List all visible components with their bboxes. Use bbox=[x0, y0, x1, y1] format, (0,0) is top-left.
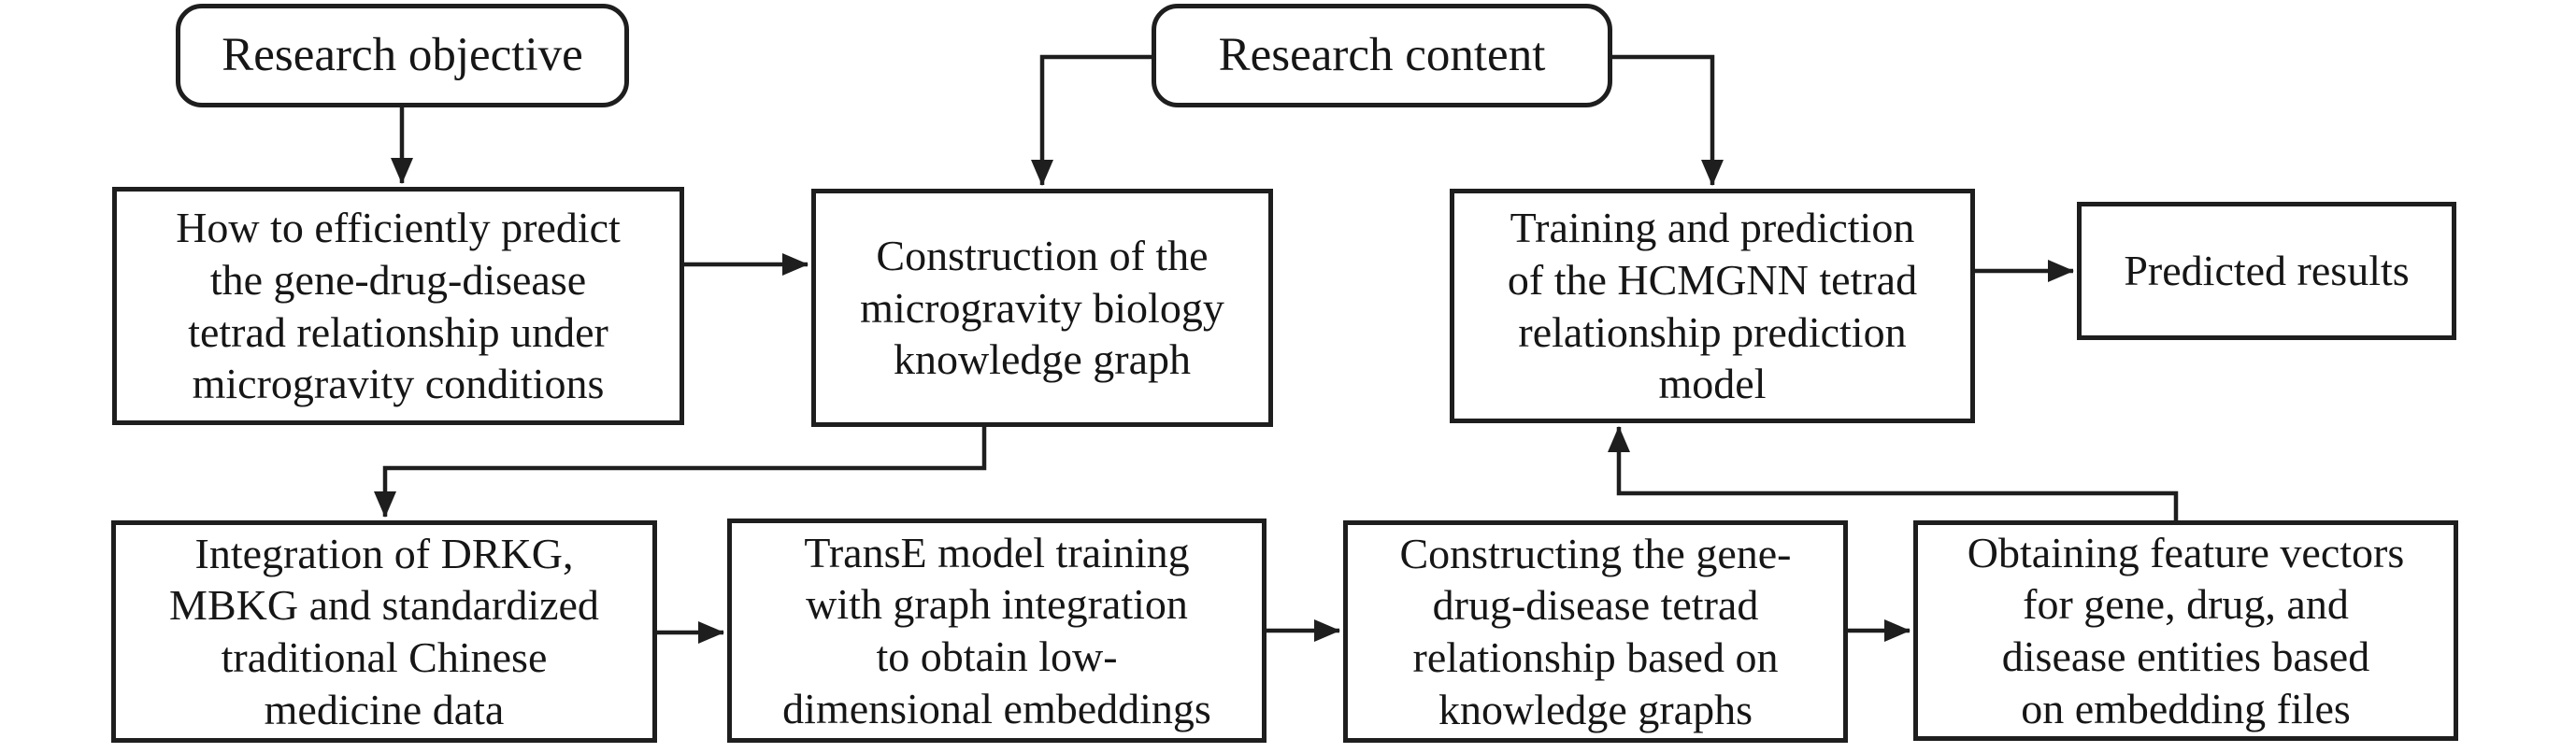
node-data-integration: Integration of DRKG, MBKG and standardiz… bbox=[111, 520, 657, 743]
node-model-training-prediction: Training and prediction of the HCMGNN te… bbox=[1450, 189, 1975, 423]
node-transe-training: TransE model training with graph integra… bbox=[727, 519, 1267, 743]
node-research-objective: Research objective bbox=[176, 4, 629, 107]
arrow-construction-to-integration bbox=[374, 427, 987, 518]
arrow-research-content-to-construction bbox=[1031, 54, 1152, 186]
node-research-content: Research content bbox=[1152, 4, 1612, 107]
node-predicted-results: Predicted results bbox=[2077, 202, 2456, 340]
arrow-research-content-to-training bbox=[1612, 54, 1724, 186]
arrow-obtaining-to-training bbox=[1608, 426, 2179, 520]
node-feature-vectors: Obtaining feature vectors for gene, drug… bbox=[1913, 520, 2458, 741]
node-research-question: How to efficiently predict the gene-drug… bbox=[112, 187, 684, 425]
node-knowledge-graph-construction: Construction of the microgravity biology… bbox=[811, 189, 1273, 427]
node-tetrad-relationship-construction: Constructing the gene- drug-disease tetr… bbox=[1343, 520, 1848, 743]
